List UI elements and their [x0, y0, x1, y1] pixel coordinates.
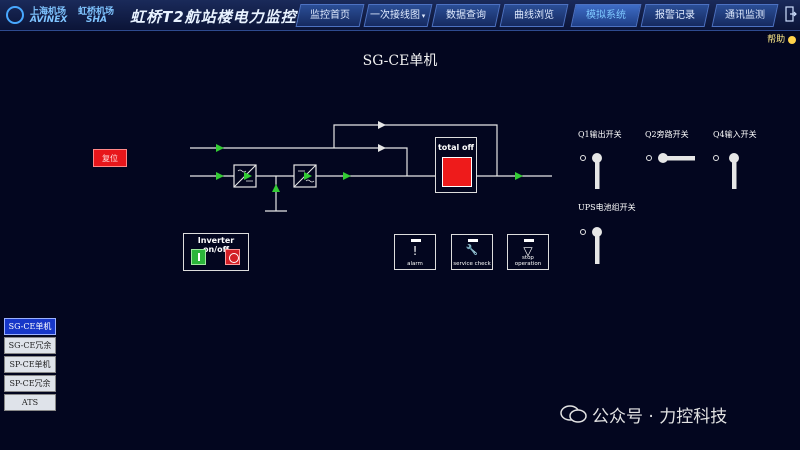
bypass-arrow-icon	[378, 121, 386, 129]
sidebar-item-sg-ce-redundant[interactable]: SG-CE冗余	[4, 337, 56, 354]
exit-icon[interactable]	[785, 6, 797, 22]
stop-operation-label: stop operation	[514, 255, 542, 267]
switch-q4-contact	[713, 155, 719, 161]
flow-arrow-icon	[515, 172, 523, 180]
flow-arrow-icon	[216, 144, 224, 152]
logo-text-3: 虹桥机场	[78, 7, 115, 17]
flow-arrow-icon	[216, 172, 224, 180]
airport-logo-mark	[6, 6, 24, 24]
switch-ups-label: UPS电池组开关	[578, 203, 636, 212]
switch-ups-contact	[580, 229, 586, 235]
wechat-icon	[560, 405, 587, 423]
indicator-bar	[411, 239, 421, 242]
switch-q2-contact	[646, 155, 652, 161]
page-title: SG-CE单机	[362, 53, 438, 69]
switch-q1-contact	[580, 155, 586, 161]
stop-triangle-icon: ▽	[523, 244, 533, 258]
help-icon	[788, 35, 796, 44]
inverter-panel: Inverter on/off	[183, 233, 249, 271]
app-title: 虹桥T2航站楼电力监控系统	[130, 8, 329, 26]
inverter-off-button[interactable]	[225, 249, 240, 265]
logo-text-4: SHA	[86, 15, 107, 25]
indicator-bar	[524, 239, 534, 242]
alarm-button[interactable]: ! alarm	[394, 234, 436, 270]
help-label: 帮助	[767, 35, 786, 45]
bypass-arrow-icon	[378, 144, 386, 152]
indicator-bar	[468, 239, 478, 242]
sidebar-item-ats[interactable]: ATS	[4, 394, 56, 411]
service-check-button[interactable]: 🔧 service check	[451, 234, 493, 270]
inverter-on-button[interactable]	[191, 249, 206, 265]
flow-arrow-icon	[244, 172, 252, 180]
total-off-button[interactable]	[442, 157, 472, 187]
total-off-label: total off	[437, 143, 475, 152]
watermark-text: 公众号 · 力控科技	[592, 407, 728, 427]
airport-logo: 上海机场 AVINEX 虹桥机场 SHA	[6, 4, 124, 26]
service-check-label: service check	[453, 261, 491, 267]
wrench-icon: 🔧	[465, 245, 479, 256]
header-bar: 上海机场 AVINEX 虹桥机场 SHA 虹桥T2航站楼电力监控系统 监控首页 …	[0, 0, 800, 31]
logo-text-1: 上海机场	[30, 7, 67, 17]
flow-arrow-icon	[272, 184, 280, 192]
switch-q2-label: Q2旁路开关	[645, 130, 689, 139]
bypass-top-line	[333, 124, 498, 176]
flow-arrow-icon	[304, 172, 312, 180]
alarm-icon: !	[412, 244, 418, 258]
stop-operation-button[interactable]: ▽ stop operation	[507, 234, 549, 270]
switch-ups-blade	[595, 232, 600, 264]
bypass-middle-line	[190, 147, 408, 176]
sidebar-item-sp-ce-single[interactable]: SP-CE单机	[4, 356, 56, 373]
sidebar-item-sp-ce-redundant[interactable]: SP-CE冗余	[4, 375, 56, 392]
switch-q2-blade	[663, 156, 695, 161]
switch-q4-blade	[732, 158, 737, 189]
switch-q4-label: Q4输入开关	[713, 130, 757, 139]
total-off-panel: total off	[435, 137, 477, 193]
alarm-label: alarm	[407, 261, 423, 267]
flow-arrow-icon	[343, 172, 351, 180]
inverter-label: Inverter on/off	[197, 236, 235, 254]
reset-button[interactable]: 复位	[93, 149, 127, 167]
logo-text-2: AVINEX	[30, 15, 68, 25]
help-link[interactable]: 帮助	[767, 32, 796, 45]
sidebar-item-sg-ce-single[interactable]: SG-CE单机	[4, 318, 56, 335]
switch-q1-label: Q1输出开关	[578, 130, 622, 139]
switch-q1-blade	[595, 158, 600, 189]
